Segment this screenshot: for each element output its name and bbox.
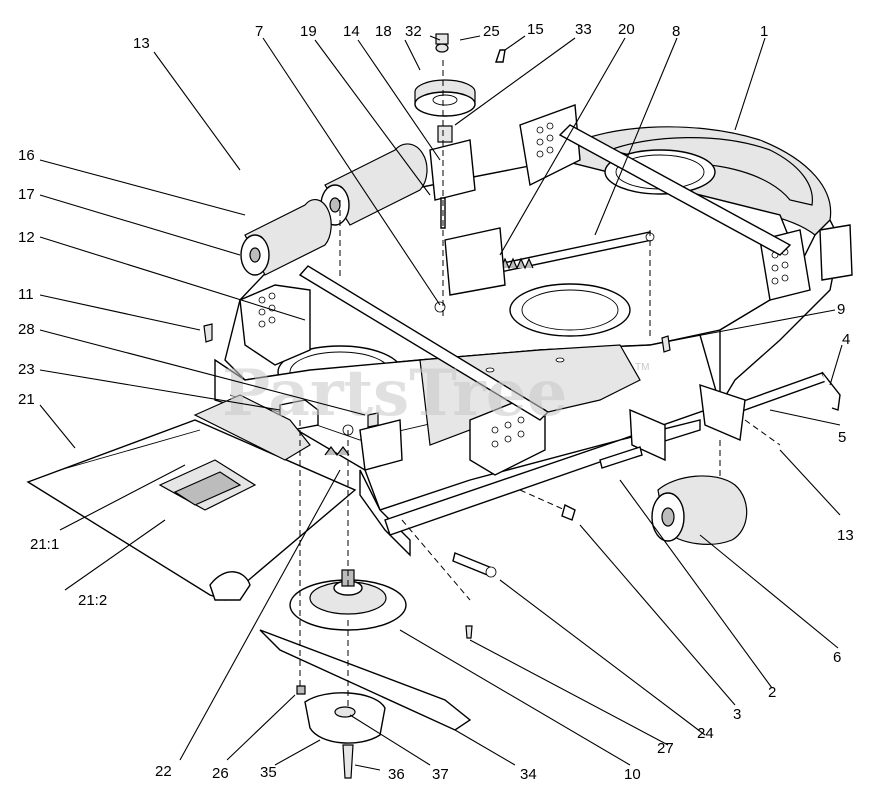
callout-35: 35 [260, 764, 277, 781]
callout-2: 2 [768, 684, 776, 701]
callout-24: 24 [697, 725, 714, 742]
callout-20: 20 [618, 21, 635, 38]
callout-21-2: 21:2 [78, 592, 107, 609]
callout-4: 4 [842, 331, 850, 348]
callout-16: 16 [18, 147, 35, 164]
callout-27: 27 [657, 740, 674, 757]
callout-18: 18 [375, 23, 392, 40]
callout-9: 9 [837, 301, 845, 318]
callout-33: 33 [575, 21, 592, 38]
callout-1: 1 [760, 23, 768, 40]
side-brackets [239, 104, 853, 476]
leader-lines [39, 35, 843, 771]
alignment-lines [299, 60, 781, 710]
watermark-text: PartsTree [222, 356, 567, 431]
watermark: PartsTree TM [222, 356, 649, 431]
callout-28: 28 [18, 321, 35, 338]
callout-labels: 13 7 19 14 18 32 25 15 33 20 8 1 16 17 1… [18, 21, 854, 783]
callout-21-1: 21:1 [30, 536, 59, 553]
callout-6: 6 [833, 649, 841, 666]
callout-13-right: 13 [837, 527, 854, 544]
callout-13-top: 13 [133, 35, 150, 52]
callout-8: 8 [672, 23, 680, 40]
callout-7: 7 [255, 23, 263, 40]
callout-19: 19 [300, 23, 317, 40]
callout-22: 22 [155, 763, 172, 780]
callout-3: 3 [733, 706, 741, 723]
callout-5: 5 [838, 429, 846, 446]
idler-pulley-stack [414, 33, 506, 229]
watermark-trademark: TM [635, 362, 649, 373]
callout-32: 32 [405, 23, 422, 40]
idler-spring-assembly [434, 227, 655, 313]
callout-17: 17 [18, 186, 35, 203]
spindle-blade-assembly [259, 569, 473, 779]
callout-37: 37 [432, 766, 449, 783]
callout-11: 11 [18, 286, 34, 303]
callout-34: 34 [520, 766, 537, 783]
discharge-chute [26, 394, 357, 601]
callout-25: 25 [483, 23, 500, 40]
callout-15: 15 [527, 21, 544, 38]
callout-23: 23 [18, 361, 35, 378]
callout-26: 26 [212, 765, 229, 782]
callout-14: 14 [343, 23, 360, 40]
gearbox-cylinders [240, 143, 428, 276]
callout-10: 10 [624, 766, 641, 783]
right-components [452, 335, 841, 578]
callout-36: 36 [388, 766, 405, 783]
callout-12: 12 [18, 229, 35, 246]
callout-21: 21 [18, 391, 35, 408]
